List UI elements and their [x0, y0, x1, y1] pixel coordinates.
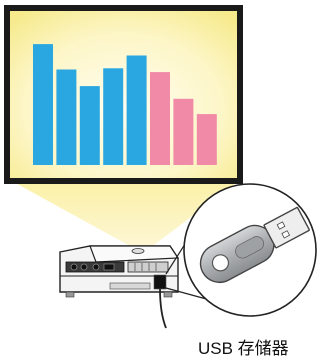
chart-bar-1 — [33, 44, 53, 165]
chart-bar-2 — [56, 70, 76, 166]
chart-bar-5 — [127, 56, 147, 166]
chart-bar-6 — [150, 72, 170, 165]
chart-bar-3 — [80, 86, 100, 165]
chart-bar-8 — [197, 114, 217, 165]
chart-bar-7 — [173, 99, 193, 165]
usb-plug-small — [154, 275, 166, 328]
chart-bar-4 — [103, 68, 123, 165]
usb-storage-caption: USB 存储器 — [198, 334, 289, 359]
